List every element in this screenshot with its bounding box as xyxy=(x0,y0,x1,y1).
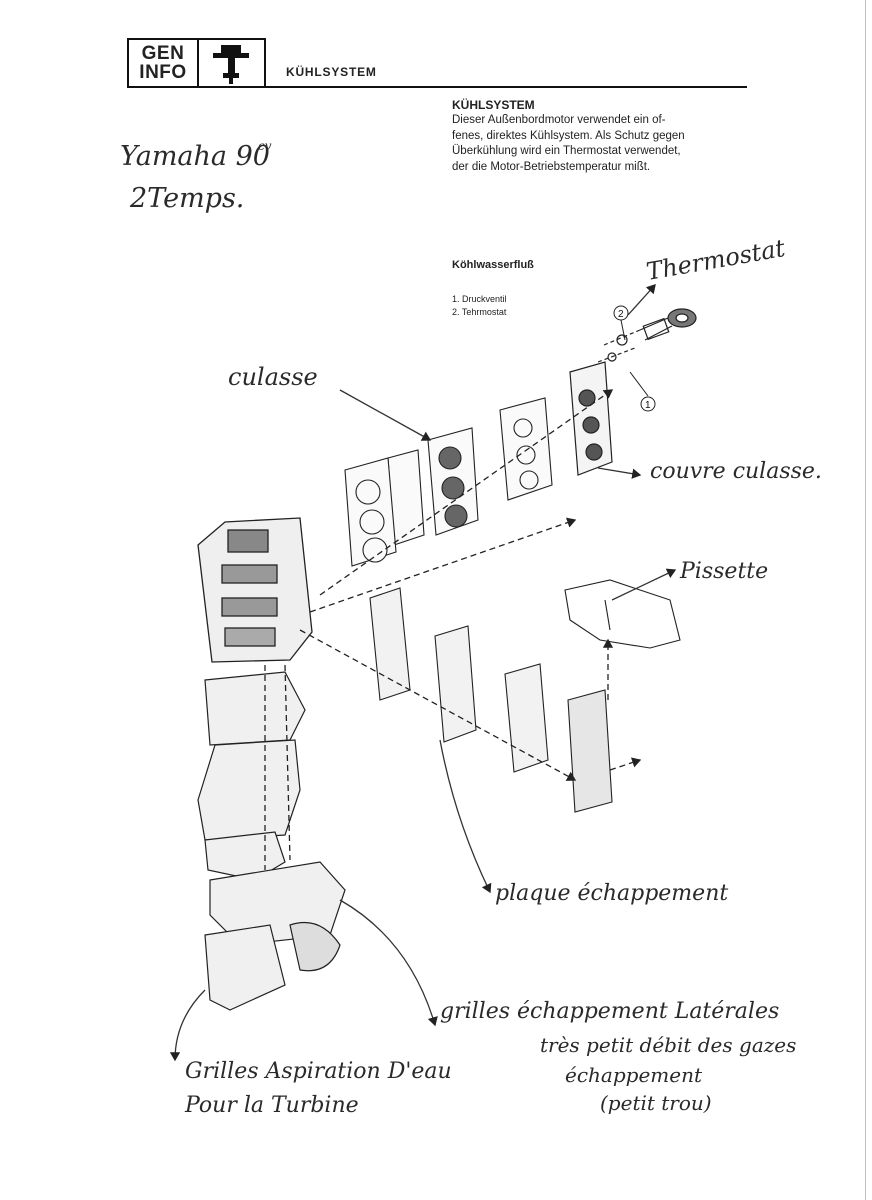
note-couvre-culasse: couvre culasse. xyxy=(650,459,822,484)
cylinder-head-and-gaskets xyxy=(344,397,553,567)
header-title: KÜHLSYSTEM xyxy=(286,65,377,79)
note-pissette: Pissette xyxy=(679,559,768,584)
gen-info-label: GEN INFO xyxy=(129,40,199,86)
cylinder-head-cover xyxy=(569,361,613,476)
callout-2: 2 xyxy=(613,305,629,341)
note-culasse: culasse xyxy=(228,363,318,391)
callout-1-label: 1 xyxy=(645,400,651,411)
legend-item-pressure-valve: 1. Druckventil xyxy=(452,294,507,304)
legend-item-thermostat: 2. Tehrmostat xyxy=(452,307,507,317)
section-body: Dieser Außenbordmotor verwendet ein of- … xyxy=(452,113,752,175)
header-rule xyxy=(127,86,747,88)
note-engine-type: 2Temps. xyxy=(129,183,244,214)
section-title: KÜHLSYSTEM xyxy=(452,98,535,112)
body-line: Dieser Außenbordmotor verwendet ein of- xyxy=(452,114,666,126)
note-grilles-laterales-3: échappement xyxy=(565,1063,703,1087)
body-line: Überkühlung wird ein Thermostat verwende… xyxy=(452,145,681,157)
body-line: der die Motor-Betriebstemperatur mißt. xyxy=(452,160,651,173)
body-line: fenes, direktes Kühlsystem. Als Schutz g… xyxy=(452,129,685,142)
lower-unit xyxy=(197,671,346,1011)
exhaust-plates xyxy=(369,587,613,813)
water-flow-arrows xyxy=(264,389,642,870)
note-plaque-echappement: plaque échappement xyxy=(495,881,728,906)
note-model: Yamaha 90 xyxy=(120,141,270,172)
badge-line-info: INFO xyxy=(139,62,187,83)
note-grilles-laterales-4: (petit trou) xyxy=(600,1091,712,1115)
note-thermostat: Thermostat xyxy=(644,234,787,286)
outboard-motor-icon xyxy=(199,40,264,86)
note-grilles-laterales-1: grilles échappement Latérales xyxy=(440,999,779,1024)
callout-1: 1 xyxy=(629,371,656,412)
thermostat-housing xyxy=(597,308,697,363)
bottom-cowling xyxy=(564,579,681,649)
note-model-cv: cv xyxy=(258,139,272,153)
note-grilles-aspiration-1: Grilles Aspiration D'eau xyxy=(185,1059,452,1084)
annotation-pointers xyxy=(169,284,677,1062)
flow-title: Köhlwasserfluß xyxy=(452,259,534,271)
legend: 1. Druckventil 2. Tehrmostat xyxy=(452,293,507,319)
callout-2-label: 2 xyxy=(618,309,624,320)
note-grilles-aspiration-2: Pour la Turbine xyxy=(184,1093,359,1118)
note-grilles-laterales-2: très petit débit des gazes xyxy=(540,1033,796,1057)
badge-line-gen: GEN xyxy=(141,43,185,64)
page-edge xyxy=(865,0,866,1200)
engine-block xyxy=(197,517,313,663)
